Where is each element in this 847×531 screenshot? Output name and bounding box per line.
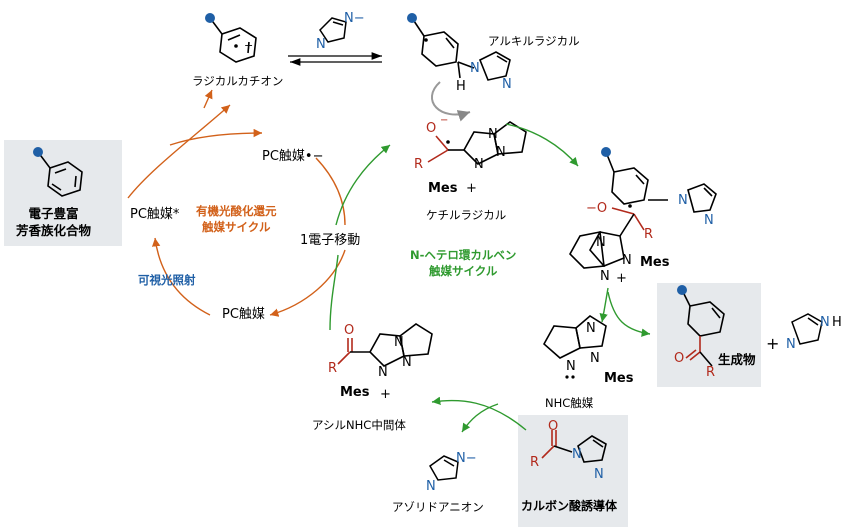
- bottom-azolide-N-minus: N−: [456, 451, 477, 466]
- ketyl-N1: N: [474, 157, 484, 172]
- adduct-N3: N: [596, 235, 606, 250]
- adduct-O-minus: −O: [586, 201, 608, 216]
- photoredox-cycle: [127, 104, 346, 317]
- adduct-N4: N: [622, 253, 632, 268]
- alkyl-N2: N: [502, 77, 512, 92]
- acyl-nhc-O: O: [344, 323, 355, 338]
- ketyl-N3: N: [488, 127, 498, 142]
- label-set: 1電子移動: [300, 233, 361, 248]
- label-carboxylic-derivative: カルボン酸誘導体: [521, 499, 618, 513]
- alkyl-H: H: [456, 79, 466, 94]
- label-product: 生成物: [718, 352, 756, 367]
- nhc-mes: Mes: [604, 371, 634, 386]
- product-structure: [681, 289, 725, 367]
- imidazole-NH: N: [820, 315, 830, 330]
- ketyl-plus: +: [466, 181, 477, 196]
- imidazole-N: N: [786, 337, 796, 352]
- label-acyl-nhc: アシルNHC中間体: [312, 418, 406, 432]
- adduct-mes: Mes: [640, 255, 670, 270]
- acyl-source-O: O: [548, 419, 559, 434]
- product-plus: +: [766, 334, 780, 353]
- label-pc-excited: PC触媒*: [130, 207, 180, 222]
- product-dot: [677, 285, 687, 295]
- bottom-azolide-ring: [429, 455, 459, 481]
- label-visible-light: 可視光照射: [138, 273, 196, 287]
- acyl-source-structure: [541, 430, 607, 463]
- label-nhc-cycle: N-ヘテロ環カルベン 触媒サイクル: [410, 248, 517, 278]
- acyl-nhc-R: R: [328, 361, 338, 376]
- adduct-dot: [601, 147, 611, 157]
- label-pc: PC触媒: [222, 307, 265, 322]
- nhc-N3: N: [566, 359, 576, 374]
- label-photoredox-cycle: 有機光酸化還元 触媒サイクル: [196, 204, 277, 234]
- nhc-N2: N: [590, 351, 600, 366]
- label-alkyl-radical: アルキルラジカル: [488, 34, 580, 48]
- label-pc-radical-anion: PC触媒•−: [262, 149, 324, 164]
- reactant-benzene: [37, 151, 83, 197]
- top-azolide-N: N: [316, 37, 326, 52]
- reactant-box: [4, 140, 122, 246]
- acyl-nhc-N2: N: [402, 355, 412, 370]
- ketyl-O-minus: O: [426, 121, 437, 136]
- label-electron-rich-aromatic: 電子豊富 芳香族化合物: [16, 206, 92, 238]
- label-azolide-anion: アゾリドアニオン: [392, 500, 484, 514]
- nhc-cycle: [329, 123, 651, 433]
- radical-cation-dot: [205, 13, 215, 23]
- product-R: R: [706, 365, 716, 380]
- acyl-nhc-plus: +: [380, 387, 391, 402]
- adduct-N1: N: [678, 193, 688, 208]
- imidazole-H: H: [832, 315, 842, 330]
- label-ketyl-radical: ケチルラジカル: [426, 208, 507, 222]
- ketyl-N2: N: [496, 145, 506, 160]
- imidazole-product: [791, 313, 823, 345]
- bottom-azolide-N: N: [426, 479, 436, 494]
- adduct-structure: [569, 151, 717, 269]
- acyl-source-R: R: [530, 455, 540, 470]
- ketyl-R: R: [414, 157, 424, 172]
- reactant-substituent-dot: [33, 147, 43, 157]
- adduct-R: R: [644, 227, 654, 242]
- ketyl-mes: Mes: [428, 181, 458, 196]
- acyl-nhc-mes: Mes: [340, 385, 370, 400]
- top-azolide-ring: [319, 17, 347, 43]
- ketyl-minus: −: [440, 115, 449, 126]
- alkyl-radical-ring: [411, 17, 511, 81]
- adduct-N5: N: [600, 269, 610, 284]
- adduct-N2: N: [704, 213, 714, 228]
- acyl-nhc-structure: [337, 323, 433, 367]
- acyl-source-N1: N: [572, 447, 582, 462]
- acyl-source-N2: N: [594, 467, 604, 482]
- label-nhc-catalyst: NHC触媒: [545, 396, 594, 410]
- product-O: O: [674, 351, 685, 366]
- acyl-nhc-N1: N: [378, 365, 388, 380]
- nhc-structure: [542, 315, 607, 359]
- acyl-nhc-N3: N: [394, 335, 404, 350]
- alkyl-radical-dot: [407, 13, 417, 23]
- adduct-plus: +: [616, 271, 627, 286]
- radical-cation-plus: +: [244, 39, 254, 52]
- nhc-N1: N: [586, 321, 596, 336]
- alkyl-N1: N: [470, 61, 480, 76]
- top-azolide-N-minus: N−: [344, 11, 365, 26]
- acyl-source-box: [518, 415, 628, 527]
- label-radical-cation: ラジカルカチオン: [192, 74, 284, 88]
